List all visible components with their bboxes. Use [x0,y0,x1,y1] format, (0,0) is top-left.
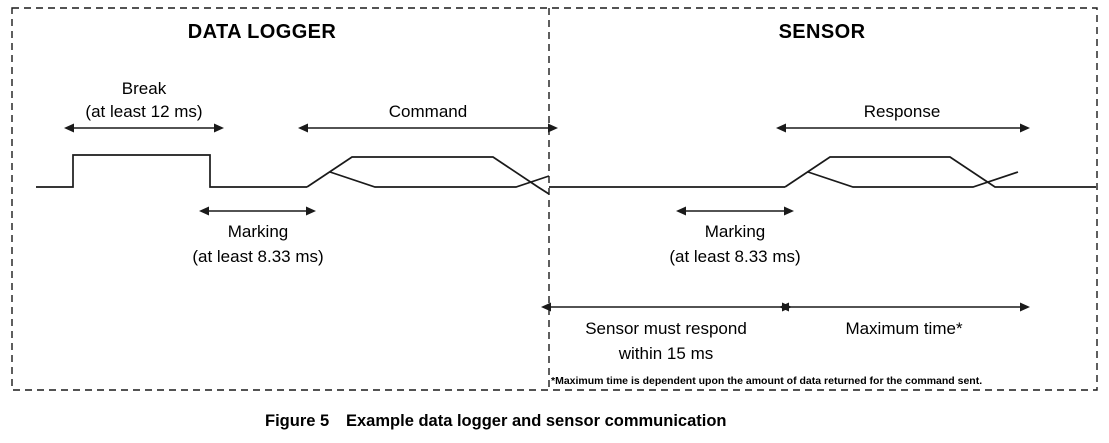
marking-detail-left: (at least 8.33 ms) [192,247,323,266]
waveform-command-lower [329,171,550,188]
caption-number: Figure 5 [265,412,329,430]
panel-title-sensor: SENSOR [779,21,866,43]
break-detail-label: (at least 12 ms) [85,102,202,121]
marking-detail-right: (at least 8.33 ms) [669,247,800,266]
break-label: Break [122,79,167,98]
respond-label-line1: Sensor must respond [585,319,747,338]
panel-title-data-logger: DATA LOGGER [188,21,337,43]
waveform-response-upper [784,156,1096,188]
respond-label-line2: within 15 ms [618,344,713,363]
waveform-command-upper [306,156,550,195]
command-label: Command [389,102,467,121]
diagram-outer-border [11,7,1098,391]
waveform-break-pulse [36,154,307,188]
response-label: Response [864,102,941,121]
marking-label-right: Marking [705,222,765,241]
caption-text: Example data logger and sensor communica… [346,412,727,430]
marking-label-left: Marking [228,222,288,241]
waveform-response-lower [807,171,1019,188]
maximum-time-label: Maximum time* [845,319,963,338]
footnote: *Maximum time is dependent upon the amou… [551,375,982,387]
